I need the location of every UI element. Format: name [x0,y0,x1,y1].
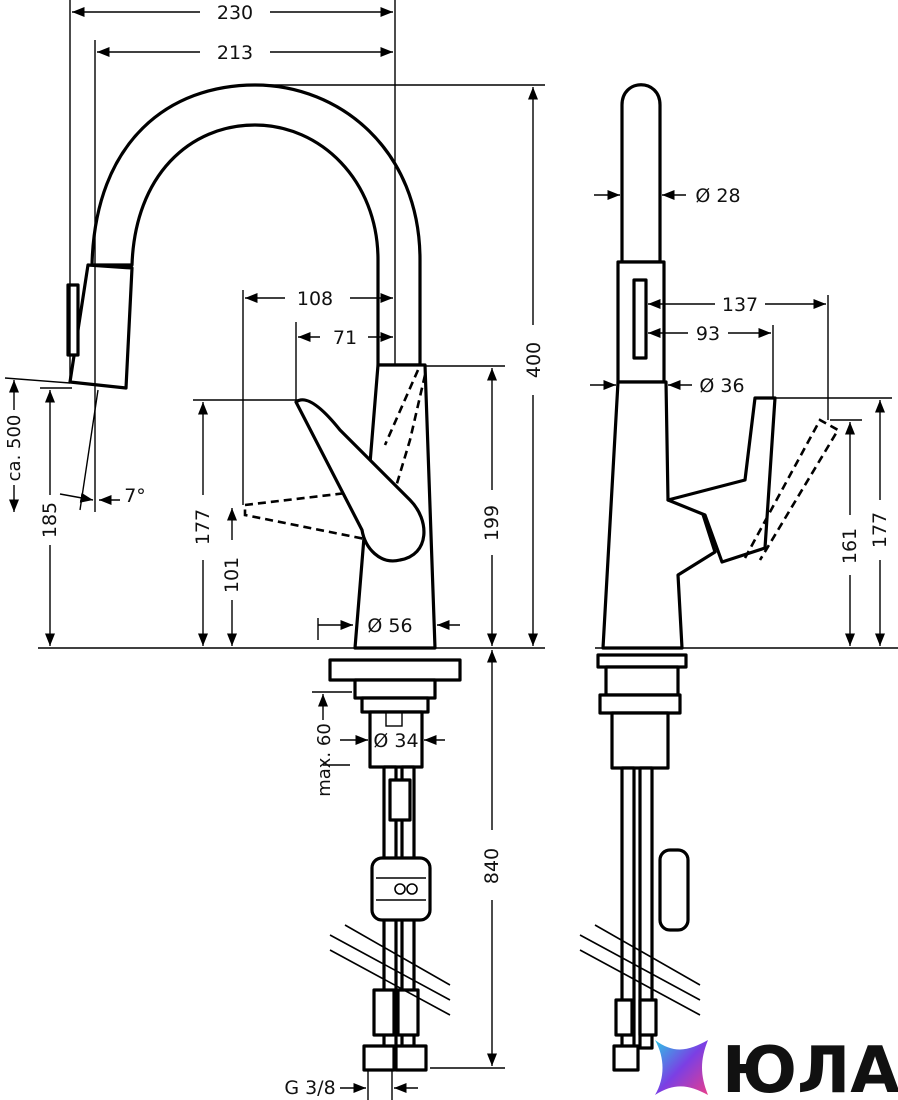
dim-93: 93 [696,323,720,345]
side-spray-button [632,278,648,360]
dim-ca500: ca. 500 [4,415,25,482]
dim-177-side: 177 [869,512,891,548]
yula-logo-text: ЮЛА [722,1034,898,1100]
side-nut-bottom [612,1044,640,1072]
dim-71: 71 [333,327,357,349]
dim-400: 400 [523,342,545,378]
side-counter-hatch [579,924,701,1016]
lever-handle [294,398,426,563]
side-nut [604,665,680,697]
dim-d56: Ø 56 [367,615,412,637]
dim-d34: Ø 34 [373,730,418,752]
shank [368,710,424,769]
base-plate [328,658,462,682]
lever-alt-position-up [393,374,427,491]
side-fitting-2 [638,998,658,1037]
side-lever-alt-position [743,418,840,561]
side-base-plate [596,653,688,669]
dim-161: 161 [839,528,861,564]
hose-weight [370,856,432,922]
dim-185: 185 [39,502,61,538]
mounting-nut [353,678,437,700]
side-view: Ø 28 137 93 Ø 36 161 177 [579,83,898,1072]
dim-d28: Ø 28 [695,185,740,207]
front-view: 230 213 108 71 400 199 ca. 500 1 [4,0,545,1100]
dim-230: 230 [217,2,253,24]
side-shank [610,711,670,770]
side-fitting-1 [614,998,634,1037]
dim-199: 199 [481,505,503,541]
side-hose-weight [658,848,690,932]
dim-177-front: 177 [192,509,214,545]
spray-button [66,283,80,357]
dim-840: 840 [481,848,503,884]
dim-108: 108 [297,288,333,310]
side-hose-2 [638,766,654,1050]
washer [360,696,430,714]
counter-section-hatch [329,924,451,1016]
fitting-right [396,988,420,1037]
dim-g38: G 3/8 [284,1077,335,1099]
side-spout [620,83,662,264]
nut-right [394,1044,428,1072]
yula-logo: ЮЛА [655,1034,898,1100]
side-lever [666,396,777,564]
dim-213: 213 [217,42,253,64]
dim-101: 101 [221,557,243,593]
dim-max60: max. 60 [314,723,335,797]
fitting-left [372,988,396,1037]
spout-arch [90,83,422,367]
dim-7deg: 7° [124,485,146,507]
side-washer [598,693,682,715]
yula-star-icon [655,1040,708,1095]
side-body [601,380,717,650]
hose-connector [388,778,412,822]
nut-left [362,1044,396,1072]
dim-137: 137 [722,294,758,316]
dim-d36: Ø 36 [699,375,744,397]
